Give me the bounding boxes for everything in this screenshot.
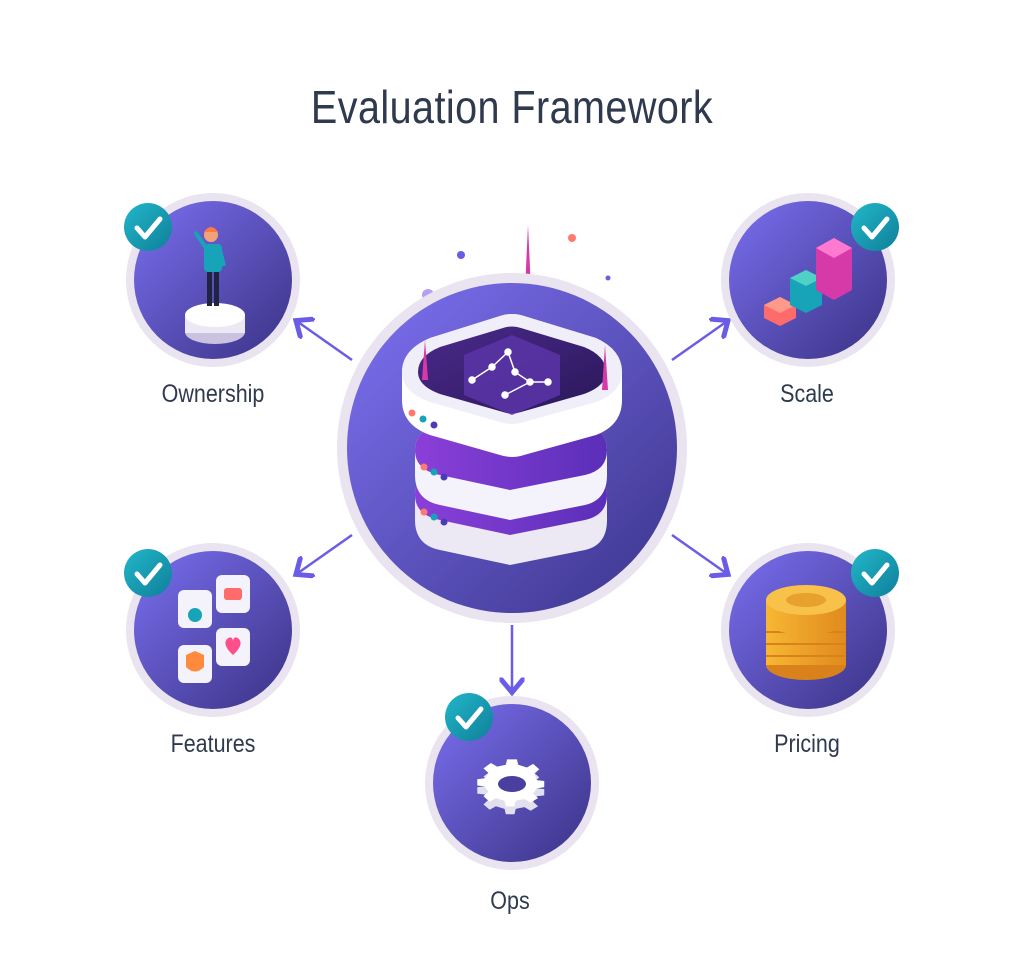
node-label-scale: Scale (780, 380, 834, 408)
arrow-to-features (298, 533, 353, 573)
node-label-features: Features (170, 730, 256, 758)
node-scale (721, 193, 899, 367)
check-badge-ownership (124, 203, 172, 251)
server-stack-icon (402, 314, 622, 565)
coin-stack-icon (766, 585, 846, 680)
arrow-to-scale (671, 322, 726, 362)
node-label-ownership: Ownership (161, 380, 265, 408)
node-features (124, 543, 300, 717)
check-badge-features (124, 549, 172, 597)
node-ops (425, 693, 599, 870)
check-badge-pricing (851, 549, 899, 597)
check-badge-ops (445, 693, 493, 741)
center-node (337, 273, 687, 623)
feature-tiles-icon (178, 575, 250, 683)
arrow-to-ownership (298, 322, 353, 362)
node-pricing (721, 543, 899, 717)
node-label-ops: Ops (490, 887, 530, 915)
node-ownership (124, 193, 300, 367)
connector-arrows (298, 322, 726, 690)
gear-icon (477, 759, 545, 815)
node-label-pricing: Pricing (774, 730, 840, 758)
bar-growth-icon (764, 238, 852, 326)
page-title: Evaluation Framework (310, 81, 714, 133)
person-on-pedestal-icon (185, 227, 245, 344)
check-badge-scale (851, 203, 899, 251)
arrow-to-pricing (671, 533, 726, 573)
